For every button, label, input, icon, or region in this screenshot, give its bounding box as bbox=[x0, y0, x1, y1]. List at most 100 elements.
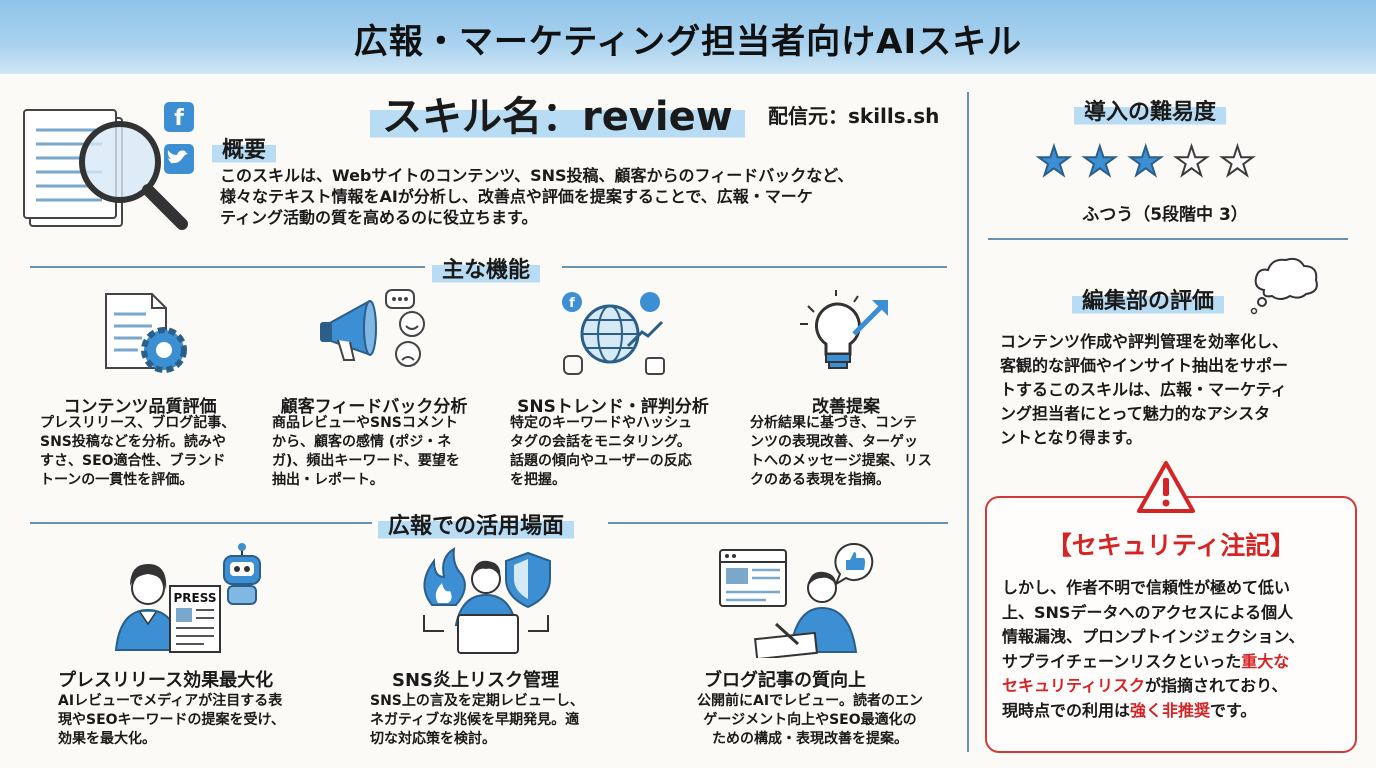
overview-line: ティング活動の質を高めるのに役立ちます。 bbox=[220, 208, 538, 227]
security-line: サプライチェーンリスクといった重大な bbox=[1002, 650, 1350, 675]
star-filled-icon: ★ bbox=[1127, 139, 1165, 185]
security-notice-box bbox=[985, 496, 1357, 753]
security-text: しかし、作者不明で信頼性が極めて低い 上、SNSデータへのアクセスによる個人 情… bbox=[1002, 576, 1350, 723]
scene-title-sns-risk: SNS炎上リスク管理 bbox=[392, 670, 559, 691]
security-line: しかし、作者不明で信頼性が極めて低い bbox=[1002, 578, 1291, 597]
feature-desc-improvement: 分析結果に基づき、コンテ ンツの表現改善、ターゲッ トへのメッセージ提案、リス … bbox=[750, 414, 960, 490]
scene-desc-sns-risk: SNS上の言及を定期レビューし、 ネガティブな兆候を早期発見。適 切な対応策を検… bbox=[370, 692, 654, 749]
warning-icon bbox=[1136, 460, 1196, 514]
feature-desc-feedback: 商品レビューやSNSコメント から、顧客の感情 (ポジ・ネ ガ)、頻出キーワード… bbox=[272, 414, 484, 490]
security-line: 情報漏洩、プロンプトインジェクション、 bbox=[1002, 627, 1305, 646]
editorial-line: 客観的な評価やインサイト抽出をサポー bbox=[1000, 356, 1289, 375]
scene-title-press: プレスリリース効果最大化 bbox=[58, 670, 274, 691]
overview-heading: 概要 bbox=[212, 132, 277, 164]
skill-name: スキル名：review bbox=[370, 84, 745, 142]
feature-line: から、顧客の感情 (ポジ・ネ bbox=[272, 434, 452, 450]
lightbulb-icon bbox=[796, 290, 896, 374]
sidebar-divider bbox=[988, 238, 1348, 240]
scene-line: 効果を最大化。 bbox=[58, 731, 156, 747]
document-gear-icon bbox=[102, 290, 192, 375]
feature-line: トーンの一貫性を評価。 bbox=[40, 472, 194, 488]
svg-text:f: f bbox=[174, 106, 184, 131]
security-line: 現時点での利用は強く非推奨です。 bbox=[1002, 699, 1350, 724]
star-filled-icon: ★ bbox=[1081, 139, 1119, 185]
scene-desc-press: AIレビューでメディアが注目する表 現やSEOキーワードの提案を受け、 効果を最… bbox=[58, 692, 358, 749]
press-robot-icon: PRESS bbox=[100, 542, 290, 654]
blog-writer-icon bbox=[716, 540, 896, 658]
security-text-span: です。 bbox=[1210, 700, 1257, 720]
overview-text: このスキルは、Webサイトのコンテンツ、SNS投稿、顧客からのフィードバックなど… bbox=[220, 165, 960, 228]
feature-title-quality: コンテンツ品質評価 bbox=[63, 397, 217, 417]
features-divider-right bbox=[562, 266, 947, 268]
star-empty-icon: ★ bbox=[1173, 139, 1211, 185]
security-text-span: 現時点での利用は bbox=[1002, 700, 1131, 720]
editorial-heading: 編集部の評価 bbox=[1072, 283, 1225, 315]
scenes-divider-right bbox=[608, 522, 948, 524]
feature-line: 話題の傾向やユーザーの反応 bbox=[510, 453, 692, 469]
feature-line: を把握。 bbox=[510, 472, 566, 488]
fire-shield-icon bbox=[410, 545, 560, 657]
feature-title-improvement: 改善提案 bbox=[812, 397, 880, 417]
editorial-line: トするこのスキルは、広報・マーケティ bbox=[1000, 380, 1287, 399]
megaphone-icon bbox=[320, 288, 440, 373]
document-magnifier-icon: f bbox=[22, 100, 202, 235]
feature-desc-quality: プレスリリース、ブログ記事、 SNS投稿などを分析。読みや すさ、SEO適合性、… bbox=[40, 414, 252, 490]
feature-line: 特定のキーワードやハッシュ bbox=[510, 415, 692, 431]
feature-line: プレスリリース、ブログ記事、 bbox=[40, 415, 236, 431]
security-text-span: が指摘されており、 bbox=[1145, 676, 1288, 695]
security-heading: 【セキュリティ注記】 bbox=[1046, 531, 1296, 560]
scene-desc-blog: 公開前にAIでレビュー。読者のエン ゲージメント向上やSEO最適化の ための構成… bbox=[664, 692, 956, 749]
scene-line: AIレビューでメディアが注目する表 bbox=[58, 693, 283, 709]
scene-line: ネガティブな兆候を早期発見。適 bbox=[370, 712, 580, 728]
feature-line: トへのメッセージ提案、リス bbox=[750, 453, 932, 469]
feature-title-feedback: 顧客フィードバック分析 bbox=[280, 397, 468, 417]
feature-title-sns-trend: SNSトレンド・評判分析 bbox=[517, 397, 709, 417]
security-emphasis: 強く非推奨 bbox=[1130, 700, 1211, 720]
feature-line: タグの会話をモニタリング。 bbox=[510, 434, 691, 450]
difficulty-stars: ★★★★★ bbox=[1035, 139, 1296, 185]
security-text-span: サプライチェーンリスクといった bbox=[1002, 651, 1242, 671]
feature-line: クのある表現を指摘。 bbox=[750, 472, 890, 488]
features-divider-left bbox=[30, 266, 425, 268]
column-divider bbox=[967, 92, 969, 752]
scene-line: ゲージメント向上やSEO最適化の bbox=[703, 712, 917, 728]
star-filled-icon: ★ bbox=[1035, 139, 1073, 185]
feature-line: SNS投稿などを分析。読みや bbox=[40, 434, 226, 450]
editorial-line: ントとなり得ます。 bbox=[1000, 428, 1142, 447]
editorial-line: コンテンツ作成や評判管理を効率化し、 bbox=[1000, 332, 1289, 351]
difficulty-label: ふつう（5段階中 3） bbox=[1082, 205, 1248, 225]
star-empty-icon: ★ bbox=[1218, 139, 1256, 185]
feature-line: ンツの表現改善、ターゲッ bbox=[750, 434, 918, 450]
editorial-line: ング担当者にとって魅力的なアシスタ bbox=[1000, 404, 1271, 423]
feature-line: 商品レビューやSNSコメント bbox=[272, 415, 458, 431]
scenes-divider-left bbox=[30, 522, 372, 524]
scenes-heading: 広報での活用場面 bbox=[378, 508, 575, 540]
feature-line: ガ)、頻出キーワード、要望を bbox=[272, 453, 460, 469]
press-label: PRESS bbox=[174, 591, 217, 605]
feature-desc-sns-trend: 特定のキーワードやハッシュ タグの会話をモニタリング。 話題の傾向やユーザーの反… bbox=[510, 414, 724, 490]
scene-line: ための構成・表現改善を提案。 bbox=[712, 731, 908, 747]
scene-line: 公開前にAIでレビュー。読者のエン bbox=[697, 693, 923, 709]
scene-line: 現やSEOキーワードの提案を受け、 bbox=[58, 712, 285, 728]
scene-title-blog: ブログ記事の質向上 bbox=[704, 670, 866, 691]
feature-line: 抽出・レポート。 bbox=[272, 472, 384, 488]
security-line: セキュリティリスクが指摘されており、 bbox=[1002, 674, 1350, 699]
scene-line: SNS上の言及を定期レビューし、 bbox=[370, 693, 584, 709]
page-title: 広報・マーケティング担当者向けAIスキル bbox=[353, 22, 1023, 62]
scene-line: 切な対応策を検討。 bbox=[370, 731, 496, 747]
feature-line: すさ、SEO適合性、ブランド bbox=[40, 453, 226, 469]
security-emphasis: 重大な bbox=[1241, 651, 1290, 671]
thought-cloud-icon bbox=[1250, 256, 1330, 316]
header-banner bbox=[0, 0, 1376, 74]
globe-network-icon: f bbox=[558, 288, 668, 376]
features-heading: 主な機能 bbox=[432, 252, 541, 284]
overview-line: 様々なテキスト情報をAIが分析し、改善点や評価を提案することで、広報・マーケ bbox=[220, 187, 813, 206]
overview-line: このスキルは、Webサイトのコンテンツ、SNS投稿、顧客からのフィードバックなど… bbox=[220, 166, 854, 185]
security-emphasis: セキュリティリスク bbox=[1002, 676, 1146, 695]
editorial-text: コンテンツ作成や評判管理を効率化し、 客観的な評価やインサイト抽出をサポー トす… bbox=[1000, 330, 1355, 450]
skill-source: 配信元：skills.sh bbox=[768, 104, 940, 128]
feature-line: 分析結果に基づき、コンテ bbox=[750, 415, 918, 431]
svg-text:f: f bbox=[569, 296, 575, 311]
security-line: 上、SNSデータへのアクセスによる個人 bbox=[1002, 602, 1294, 622]
difficulty-heading: 導入の難易度 bbox=[1074, 94, 1227, 126]
